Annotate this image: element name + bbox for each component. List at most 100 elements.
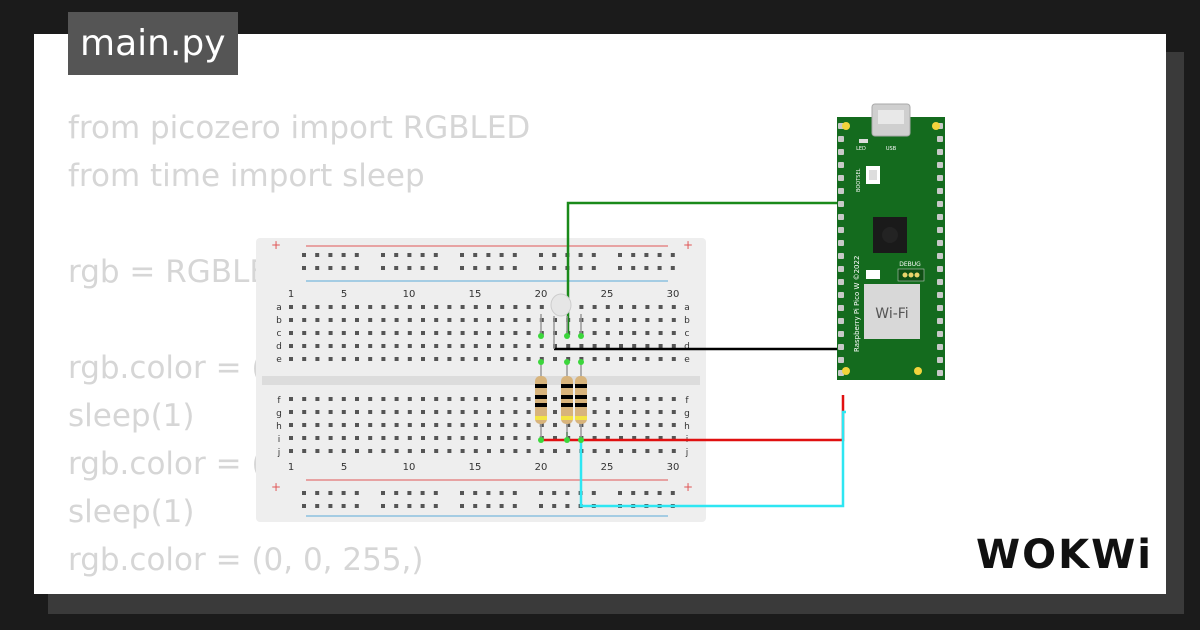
breadboard-hole	[355, 331, 359, 335]
resistor[interactable]	[561, 362, 573, 440]
breadboard-hole	[512, 504, 517, 508]
breadboard-hole	[631, 253, 636, 257]
pico-pin	[838, 188, 844, 194]
breadboard-hole	[328, 491, 333, 495]
breadboard-hole	[447, 410, 452, 414]
resistor[interactable]	[535, 362, 547, 440]
breadboard-hole	[289, 410, 293, 414]
column-number: 20	[535, 462, 548, 473]
breadboard-hole	[407, 305, 412, 309]
breadboard-hole	[539, 423, 544, 427]
bootsel-label: BOOTSEL	[856, 168, 862, 192]
breadboard-hole	[302, 253, 306, 257]
breadboard-hole	[566, 423, 571, 427]
breadboard-hole	[539, 331, 544, 335]
rail-plus-sign: +	[271, 480, 281, 494]
breadboard-hole	[434, 305, 439, 309]
breadboard-hole	[421, 305, 425, 309]
debug-pin	[908, 272, 914, 278]
column-number: 25	[601, 289, 614, 300]
breadboard-hole	[460, 449, 465, 453]
breadboard-hole	[539, 357, 544, 361]
breadboard-hole	[619, 318, 623, 322]
breadboard-hole	[526, 410, 531, 414]
breadboard-hole	[619, 397, 623, 401]
breadboard-hole	[486, 266, 491, 270]
rgb-led[interactable]	[540, 293, 582, 349]
breadboard-hole	[619, 410, 623, 414]
breadboard-hole	[578, 266, 583, 270]
breadboard-hole	[473, 318, 478, 322]
breadboard-hole	[512, 491, 517, 495]
raspberry-pi-pico-w[interactable]: LED USB BOOTSEL DEBUG Wi-Fi Raspberry Pi…	[837, 103, 945, 380]
breadboard-hole	[473, 423, 478, 427]
resistor-band	[561, 403, 573, 407]
breadboard-hole	[591, 491, 596, 495]
breadboard-hole	[513, 318, 518, 322]
breadboard-hole	[315, 436, 320, 440]
connection-dot	[564, 437, 570, 443]
breadboard-hole	[354, 491, 359, 495]
breadboard-hole	[644, 266, 649, 270]
breadboard-hole	[355, 397, 359, 401]
pico-pin	[838, 279, 844, 285]
breadboard-hole	[579, 305, 584, 309]
row-letter: h	[276, 422, 282, 432]
row-letter: g	[276, 409, 282, 419]
breadboard-hole	[394, 318, 399, 322]
breadboard-hole	[619, 423, 623, 427]
breadboard-hole	[341, 318, 346, 322]
breadboard-hole	[341, 449, 346, 453]
breadboard-hole	[473, 449, 478, 453]
breadboard-hole	[328, 331, 333, 335]
breadboard-hole	[460, 318, 465, 322]
breadboard-hole	[302, 266, 306, 270]
pico-pin	[838, 149, 844, 155]
breadboard-hole	[473, 331, 478, 335]
row-letter: j	[685, 448, 689, 458]
breadboard-hole	[421, 449, 425, 453]
breadboard-hole	[592, 305, 597, 309]
breadboard-hole	[566, 357, 571, 361]
breadboard-hole	[328, 266, 333, 270]
breadboard-hole	[605, 436, 610, 440]
breadboard-hole	[341, 344, 346, 348]
breadboard-hole	[368, 305, 373, 309]
breadboard-hole	[671, 331, 676, 335]
breadboard-hole	[368, 397, 373, 401]
breadboard[interactable]: + + + + 1 5 10 15 20 25 30 1 5 10 15 20 …	[256, 238, 706, 522]
breadboard-hole	[658, 449, 663, 453]
file-tab-main-py[interactable]: main.py	[68, 12, 238, 75]
breadboard-hole	[645, 397, 650, 401]
breadboard-hole	[552, 504, 557, 508]
breadboard-hole	[315, 318, 320, 322]
wire-green[interactable]	[566, 201, 846, 336]
breadboard-hole	[354, 266, 359, 270]
breadboard-hole	[526, 344, 531, 348]
breadboard-hole	[513, 331, 518, 335]
breadboard-hole	[434, 344, 439, 348]
breadboard-hole	[657, 266, 662, 270]
breadboard-hole	[420, 266, 425, 270]
breadboard-hole	[473, 357, 478, 361]
breadboard-hole	[421, 318, 425, 322]
breadboard-hole	[632, 449, 637, 453]
wire-cyan[interactable]	[579, 410, 846, 508]
column-number: 1	[288, 462, 294, 473]
breadboard-hole	[500, 357, 505, 361]
breadboard-hole	[553, 397, 557, 401]
breadboard-hole	[486, 504, 491, 508]
row-letter: f	[277, 396, 281, 406]
pico-pin	[838, 344, 844, 350]
bootsel-button-cap	[869, 170, 877, 180]
breadboard-hole	[645, 410, 650, 414]
breadboard-hole	[434, 357, 439, 361]
breadboard-hole	[473, 491, 478, 495]
breadboard-hole	[289, 397, 293, 401]
breadboard-hole	[341, 491, 346, 495]
resistor[interactable]	[575, 362, 587, 440]
column-numbers-top: 1 5 10 15 20 25 30	[288, 289, 680, 300]
code-line: rgb.color = (0, 0, 255,)	[68, 542, 424, 578]
breadboard-hole	[487, 331, 491, 335]
breadboard-hole	[302, 449, 307, 453]
